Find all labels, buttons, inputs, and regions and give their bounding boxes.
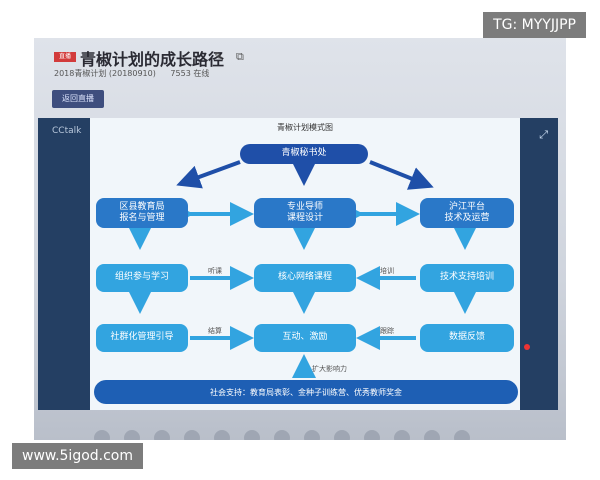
diagram-arrows [128, 160, 477, 378]
edge-label-influence: 扩大影响力 [312, 365, 347, 373]
online-count: 7553 在线 [170, 69, 210, 78]
node-support: 技术支持培训 [420, 264, 514, 292]
avatar[interactable] [304, 430, 320, 440]
course-name: 2018青椒计划 (20180910) [54, 69, 156, 78]
screen-photo: 直播 青椒计划的成长路径 ✎ ⧉ 2018青椒计划 (20180910) 755… [34, 38, 566, 440]
diagram-title: 青椒计划模式图 [277, 123, 333, 132]
node-community: 社群化管理引导 [96, 324, 188, 352]
avatar[interactable] [244, 430, 260, 440]
node-core: 核心网络课程 [254, 264, 356, 292]
edge-label-listen: 听课 [208, 267, 222, 275]
avatar[interactable] [184, 430, 200, 440]
avatar[interactable] [214, 430, 230, 440]
avatar[interactable] [274, 430, 290, 440]
node-interact: 互动、激励 [254, 324, 356, 352]
live-logo: 直播 [54, 52, 76, 62]
avatar[interactable] [124, 430, 140, 440]
edge-label-award: 结算 [208, 327, 222, 335]
edge-label-train: 培训 [380, 267, 394, 275]
video-player[interactable]: CCtalk ⤢ [38, 118, 558, 410]
node-hujiang: 沪江平台 技术及运营 [420, 198, 514, 228]
watermark-site: www.5igod.com [12, 443, 144, 469]
avatar[interactable] [154, 430, 170, 440]
edge-label-track: 跟踪 [380, 327, 394, 335]
participant-avatars [94, 430, 484, 440]
cctalk-brand: CCtalk [52, 126, 82, 136]
avatar[interactable] [394, 430, 410, 440]
record-indicator [524, 344, 530, 350]
avatar[interactable] [334, 430, 350, 440]
course-subtitle: 2018青椒计划 (20180910) 7553 在线 [54, 68, 209, 79]
node-mentor: 专业导师 课程设计 [254, 198, 356, 228]
expand-icon[interactable]: ⤢ [539, 128, 548, 141]
node-secretariat: 青椒秘书处 [240, 144, 368, 164]
slide-diagram: 青椒计划模式图 青椒秘书处 区县教育局 报名与管理 专业导师 课程设计 沪江平台… [90, 118, 520, 410]
share-icon[interactable]: ⧉ [236, 50, 244, 63]
edit-icon[interactable]: ✎ [214, 50, 224, 63]
avatar[interactable] [424, 430, 440, 440]
avatar[interactable] [364, 430, 380, 440]
back-to-live-button[interactable]: 返回直播 [52, 90, 104, 108]
social-support-bar: 社会支持：教育局表彰、金种子训练营、优秀教师奖金 [94, 380, 518, 404]
page-title: 青椒计划的成长路径 [80, 50, 225, 69]
avatar[interactable] [94, 430, 110, 440]
node-district: 区县教育局 报名与管理 [96, 198, 188, 228]
node-organize: 组织参与学习 [96, 264, 188, 292]
watermark-tg: TG: MYYJJPP [483, 12, 586, 38]
avatar[interactable] [454, 430, 470, 440]
node-feedback: 数据反馈 [420, 324, 514, 352]
